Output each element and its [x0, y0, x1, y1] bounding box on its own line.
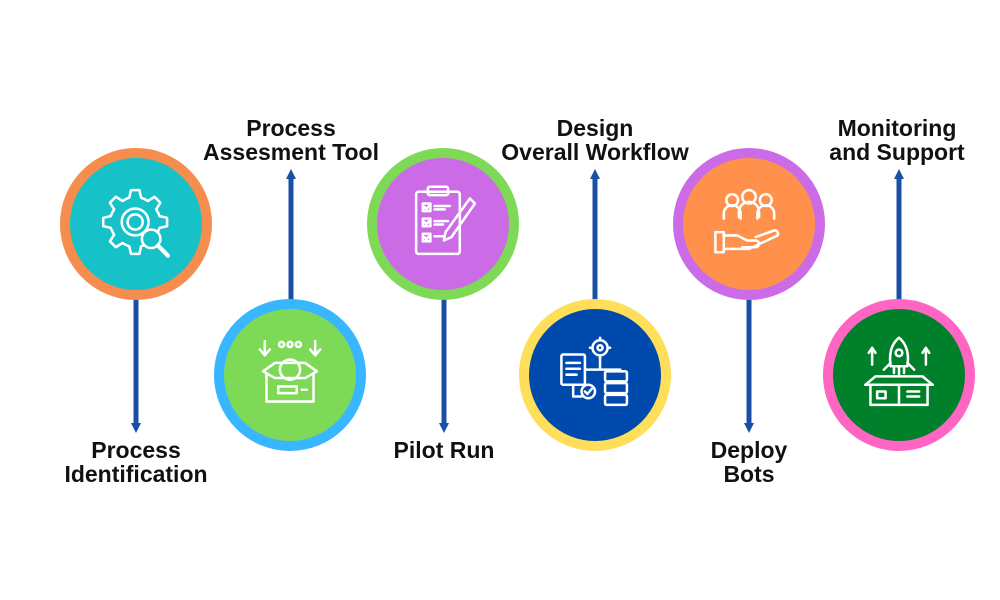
step-label-1: Process Identification [64, 437, 208, 487]
step-label-5: Deploy Bots [710, 437, 788, 487]
step-label-2: Process Assesment Tool [203, 115, 379, 165]
team-hand-icon [707, 180, 791, 269]
step-circle-5 [673, 148, 825, 300]
gear-search-icon [94, 180, 178, 269]
step-circle-4 [519, 299, 671, 451]
step-circle-2 [214, 299, 366, 451]
step-circle-6 [823, 299, 975, 451]
step-circle-3 [367, 148, 519, 300]
rocket-launch-icon [857, 331, 941, 420]
clipboard-checklist-icon [401, 180, 485, 269]
box-arrows-icon [248, 331, 332, 420]
workflow-gear-icon [553, 331, 637, 420]
step-label-6: Monitoring and Support [829, 115, 965, 165]
step-label-3: Pilot Run [393, 437, 495, 463]
step-circle-1 [60, 148, 212, 300]
step-label-4: Design Overall Workflow [501, 115, 689, 165]
